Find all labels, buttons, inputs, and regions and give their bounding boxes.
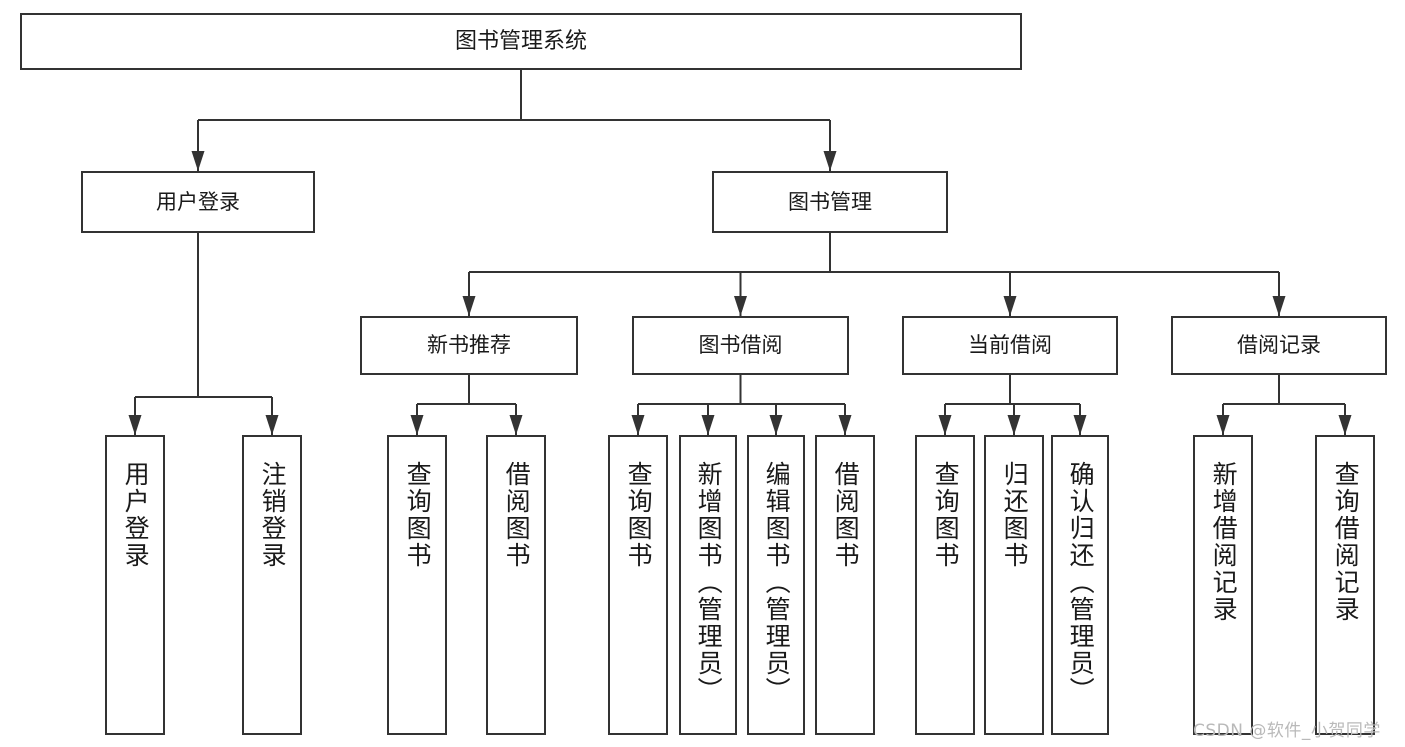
node-label-leaf-add-book: 新增图书（管理员） <box>694 461 724 704</box>
node-leaf-borrow-book-2[interactable]: 借阅图书 <box>815 435 875 735</box>
node-label-current-borrow: 当前借阅 <box>968 333 1052 358</box>
arrowhead-icon-leaf-return-book <box>1007 415 1021 435</box>
node-leaf-add-borrow-record[interactable]: 新增借阅记录 <box>1193 435 1253 735</box>
node-label-root: 图书管理系统 <box>454 28 587 54</box>
node-label-book-borrow: 图书借阅 <box>698 333 783 358</box>
arrowhead-icon-leaf-add-book <box>701 415 715 435</box>
node-leaf-query-book-2[interactable]: 查询图书 <box>608 435 668 735</box>
arrowhead-icon-leaf-query-book-1 <box>410 415 424 435</box>
arrowhead-icon-leaf-user-login <box>128 415 142 435</box>
node-label-leaf-query-book-2: 查询图书 <box>624 461 654 569</box>
node-label-leaf-query-book-1: 查询图书 <box>403 461 433 569</box>
node-book-manage[interactable]: 图书管理 <box>712 171 948 233</box>
node-label-user-login: 用户登录 <box>156 189 240 214</box>
arrowhead-icon-user-login <box>191 151 205 171</box>
node-leaf-return-book[interactable]: 归还图书 <box>984 435 1044 735</box>
node-label-leaf-query-borrow-record: 查询借阅记录 <box>1331 461 1361 623</box>
node-leaf-user-logout[interactable]: 注销登录 <box>242 435 302 735</box>
node-label-leaf-borrow-book-2: 借阅图书 <box>831 461 861 569</box>
node-leaf-edit-book[interactable]: 编辑图书（管理员） <box>747 435 805 735</box>
node-label-new-book-recommend: 新书推荐 <box>427 333 511 358</box>
node-label-leaf-borrow-book-1: 借阅图书 <box>502 461 532 569</box>
node-leaf-query-borrow-record[interactable]: 查询借阅记录 <box>1315 435 1375 735</box>
node-leaf-confirm-return[interactable]: 确认归还（管理员） <box>1051 435 1109 735</box>
node-label-borrow-record: 借阅记录 <box>1237 333 1321 358</box>
arrowhead-icon-book-manage <box>823 151 837 171</box>
node-borrow-record[interactable]: 借阅记录 <box>1171 316 1387 375</box>
arrowhead-icon-leaf-edit-book <box>769 415 783 435</box>
arrowhead-icon-new-book-recommend <box>462 296 476 316</box>
node-leaf-query-book-1[interactable]: 查询图书 <box>387 435 447 735</box>
arrowhead-icon-leaf-query-book-3 <box>938 415 952 435</box>
arrowhead-icon-borrow-record <box>1272 296 1286 316</box>
node-label-leaf-add-borrow-record: 新增借阅记录 <box>1209 461 1239 623</box>
arrowhead-icon-current-borrow <box>1003 296 1017 316</box>
arrowhead-icon-leaf-query-borrow-record <box>1338 415 1352 435</box>
arrowhead-icon-leaf-add-borrow-record <box>1216 415 1230 435</box>
node-leaf-user-login[interactable]: 用户登录 <box>105 435 165 735</box>
arrowhead-icon-leaf-confirm-return <box>1073 415 1087 435</box>
node-label-leaf-return-book: 归还图书 <box>1000 461 1030 569</box>
arrowhead-icon-leaf-borrow-book-2 <box>838 415 852 435</box>
node-label-leaf-query-book-3: 查询图书 <box>931 461 961 569</box>
node-leaf-add-book[interactable]: 新增图书（管理员） <box>679 435 737 735</box>
node-current-borrow[interactable]: 当前借阅 <box>902 316 1118 375</box>
arrowhead-icon-book-borrow <box>734 296 747 316</box>
node-label-leaf-confirm-return: 确认归还（管理员） <box>1066 461 1096 704</box>
node-leaf-borrow-book-1[interactable]: 借阅图书 <box>486 435 546 735</box>
node-user-login[interactable]: 用户登录 <box>81 171 315 233</box>
node-leaf-query-book-3[interactable]: 查询图书 <box>915 435 975 735</box>
node-new-book-recommend[interactable]: 新书推荐 <box>360 316 578 375</box>
arrowhead-icon-leaf-borrow-book-1 <box>509 415 523 435</box>
arrowhead-icon-leaf-query-book-2 <box>631 415 645 435</box>
node-label-leaf-edit-book: 编辑图书（管理员） <box>762 461 792 704</box>
node-root[interactable]: 图书管理系统 <box>20 13 1022 70</box>
node-label-book-manage: 图书管理 <box>788 189 872 214</box>
node-label-leaf-user-logout: 注销登录 <box>258 461 288 569</box>
arrowhead-icon-leaf-user-logout <box>265 415 279 435</box>
node-label-leaf-user-login: 用户登录 <box>121 461 151 569</box>
node-book-borrow[interactable]: 图书借阅 <box>632 316 849 375</box>
